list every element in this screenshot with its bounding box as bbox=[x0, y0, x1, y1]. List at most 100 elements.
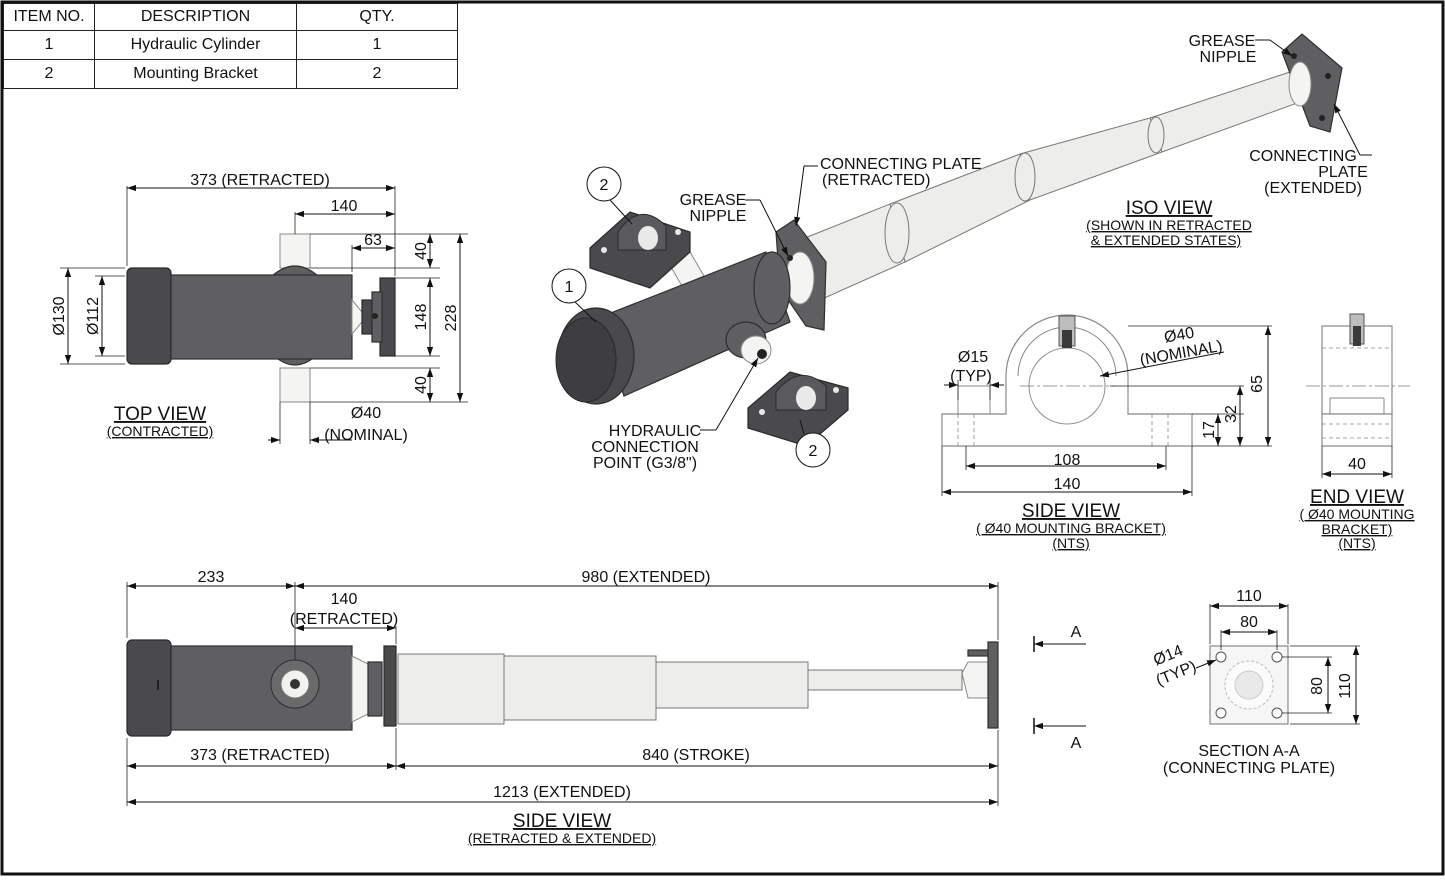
top-dim-140: 140 bbox=[331, 198, 358, 215]
note-grease-1a: GREASE bbox=[680, 192, 747, 209]
svg-text:2: 2 bbox=[600, 177, 609, 194]
bracket-dim-typ: (TYP) bbox=[950, 368, 992, 385]
bracket-dim-108: 108 bbox=[1054, 452, 1081, 469]
svg-text:2: 2 bbox=[809, 443, 818, 460]
end-dim-40: 40 bbox=[1348, 456, 1366, 473]
side-rod-stage4 bbox=[807, 669, 963, 691]
top-dim-pin: Ø40 bbox=[351, 405, 381, 422]
top-dim-dia112: Ø112 bbox=[85, 297, 102, 335]
note-conn-ret-b: (RETRACTED) bbox=[822, 172, 930, 189]
note-hyd-a: HYDRAULIC bbox=[609, 423, 701, 440]
section-hole-tl bbox=[1215, 651, 1227, 663]
bom-cell-description: Mounting Bracket bbox=[94, 59, 297, 89]
note-hyd-b: CONNECTION bbox=[591, 439, 699, 456]
bom-cell-description: Hydraulic Cylinder bbox=[94, 30, 297, 60]
iso-rod-stage4 bbox=[1149, 71, 1301, 153]
balloon-1 bbox=[551, 268, 587, 304]
side-view-subtitle: (RETRACTED & EXTENDED) bbox=[468, 830, 656, 846]
iso-view: 2 1 2 GREASE NIPPLE CONNECTING PLATE (RE… bbox=[551, 33, 1372, 472]
top-dim-pin-note: (NOMINAL) bbox=[324, 427, 408, 444]
top-neck bbox=[351, 298, 363, 336]
side-view-title: SIDE VIEW bbox=[513, 811, 611, 832]
side-dim-233: 233 bbox=[198, 569, 225, 586]
note-grease-1b: NIPPLE bbox=[690, 208, 747, 225]
bracket-dim-140: 140 bbox=[1054, 476, 1081, 493]
note-conn-ret-a: CONNECTING PLATE bbox=[820, 156, 982, 173]
top-dim-40b: 40 bbox=[413, 376, 430, 394]
end-view-title: END VIEW bbox=[1310, 487, 1404, 508]
bracket-dim-dia40: Ø40 bbox=[1163, 325, 1196, 347]
top-grease-nipple bbox=[372, 313, 378, 319]
iso-view-title: ISO VIEW bbox=[1126, 198, 1213, 219]
bracket-side-view: 108 140 17 32 65 Ø15 (TYP) Ø40 (NOMINAL)… bbox=[941, 314, 1272, 551]
bracket-dim-32: 32 bbox=[1223, 405, 1240, 423]
note-conn-ext-c: (EXTENDED) bbox=[1264, 180, 1362, 197]
bom-header-item: ITEM NO. bbox=[3, 3, 95, 31]
end-view-subtitle-3: (NTS) bbox=[1338, 535, 1375, 551]
top-dim-40a: 40 bbox=[413, 242, 430, 260]
side-dim-1213: 1213 (EXTENDED) bbox=[493, 784, 631, 801]
end-view-base bbox=[1321, 413, 1393, 447]
side-barrel bbox=[167, 645, 353, 731]
iso-hydraulic-port bbox=[740, 335, 772, 365]
section-dim-80-side: 80 bbox=[1309, 677, 1326, 695]
top-dim-overall: 373 (RETRACTED) bbox=[190, 172, 330, 189]
section-a-a: 110 80 80 110 Ø14 (TYP) SECTION A-A (CON… bbox=[1151, 588, 1360, 777]
end-view-subtitle-1: ( Ø40 MOUNTING bbox=[1299, 506, 1414, 522]
balloon-2-lower bbox=[795, 432, 831, 468]
iso-plate-extended bbox=[1281, 33, 1343, 133]
section-hole-br bbox=[1271, 707, 1283, 719]
top-dim-148: 148 bbox=[413, 304, 430, 331]
bom-row: 1 Hydraulic Cylinder 1 bbox=[3, 30, 458, 60]
side-end-cap bbox=[126, 639, 172, 737]
bracket-side-title: SIDE VIEW bbox=[1022, 501, 1120, 522]
side-dim-373: 373 (RETRACTED) bbox=[190, 747, 330, 764]
note-hyd-c: POINT (G3/8") bbox=[593, 455, 697, 472]
top-dim-63: 63 bbox=[364, 232, 382, 249]
top-dim-228: 228 bbox=[443, 305, 460, 332]
bracket-side-subtitle-1: ( Ø40 MOUNTING BRACKET) bbox=[976, 520, 1166, 536]
cylinder-side-view: A A 233 140 (RETRACTED) 980 (EXTENDED) 3… bbox=[126, 569, 1086, 846]
note-grease-2b: NIPPLE bbox=[1200, 49, 1257, 66]
note-conn-ext-b: PLATE bbox=[1318, 164, 1368, 181]
bracket-dim-65: 65 bbox=[1249, 375, 1266, 393]
top-pin-upper bbox=[279, 233, 311, 269]
section-hole-bl bbox=[1215, 707, 1227, 719]
section-dim-80-top: 80 bbox=[1240, 614, 1258, 631]
section-mark-a-bottom: A bbox=[1071, 735, 1082, 752]
top-view-subtitle: (CONTRACTED) bbox=[107, 423, 214, 439]
bom-cell-qty: 2 bbox=[296, 59, 458, 89]
bracket-dim-17: 17 bbox=[1201, 421, 1218, 439]
section-title: SECTION A-A bbox=[1198, 743, 1300, 760]
side-dim-840: 840 (STROKE) bbox=[642, 747, 750, 764]
side-plate-extended bbox=[987, 641, 999, 729]
section-dim-110-top: 110 bbox=[1236, 588, 1262, 605]
bom-cell-item: 2 bbox=[3, 59, 95, 89]
top-view-title: TOP VIEW bbox=[114, 404, 206, 425]
bom-header-qty: QTY. bbox=[296, 3, 458, 31]
bracket-side-subtitle-2: (NTS) bbox=[1052, 535, 1089, 551]
end-view-subtitle-2: BRACKET) bbox=[1322, 521, 1393, 537]
top-view: 373 (RETRACTED) 140 63 40 148 40 228 Ø13… bbox=[51, 172, 468, 444]
bom-header-row: ITEM NO. DESCRIPTION QTY. bbox=[3, 3, 458, 31]
side-rod-stage2 bbox=[503, 655, 657, 721]
section-subtitle: (CONNECTING PLATE) bbox=[1163, 760, 1335, 777]
bracket-end-view: 40 END VIEW ( Ø40 MOUNTING BRACKET) (NTS… bbox=[1299, 313, 1415, 551]
section-mark-a-top: A bbox=[1071, 624, 1082, 641]
section-dim-110-side: 110 bbox=[1337, 673, 1354, 699]
note-conn-ext-a: CONNECTING bbox=[1249, 148, 1357, 165]
iso-view-subtitle-1: (SHOWN IN RETRACTED bbox=[1086, 217, 1252, 233]
side-rod-stage3 bbox=[655, 661, 809, 709]
bracket-dim-dia15: Ø15 bbox=[958, 349, 988, 366]
iso-view-subtitle-2: & EXTENDED STATES) bbox=[1091, 232, 1241, 248]
note-grease-2a: GREASE bbox=[1189, 33, 1256, 50]
bom-table: ITEM NO. DESCRIPTION QTY. 1 Hydraulic Cy… bbox=[3, 3, 458, 89]
top-dim-dia130: Ø130 bbox=[51, 296, 68, 335]
svg-text:1: 1 bbox=[565, 279, 574, 296]
bom-header-description: DESCRIPTION bbox=[94, 3, 297, 31]
balloon-2-upper bbox=[586, 166, 622, 202]
iso-rod-stage3 bbox=[1019, 117, 1163, 201]
